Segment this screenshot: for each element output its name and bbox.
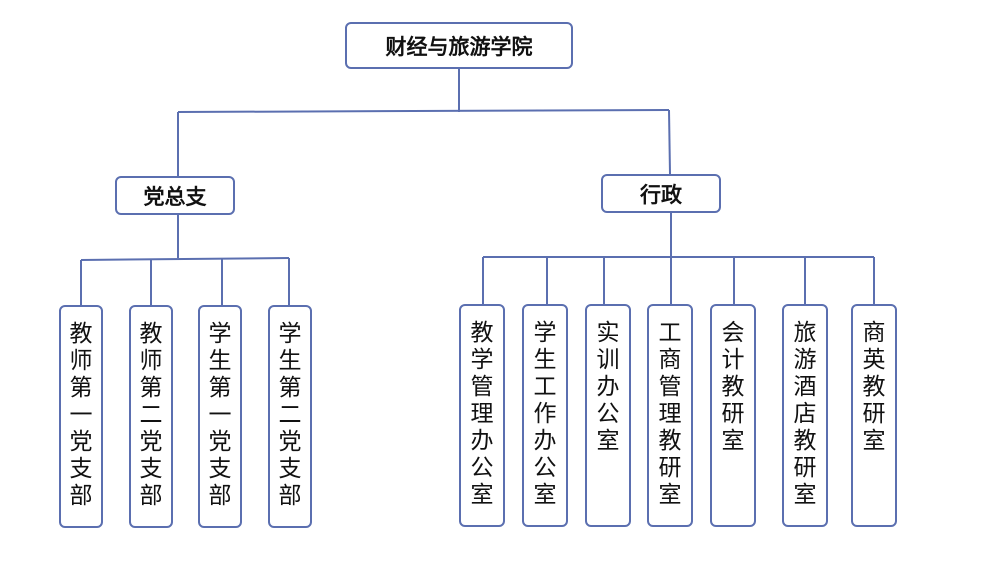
party-child-label: 教师第一党支部 (69, 321, 93, 509)
admin-child-label: 教学管理办公室 (470, 320, 494, 508)
party-child-node: 教师第二党支部 (129, 305, 173, 528)
root-label: 财经与旅游学院 (385, 34, 533, 59)
party-child-label: 学生第一党支部 (208, 321, 232, 509)
admin-node: 行政 (601, 174, 721, 213)
party-child-node: 学生第二党支部 (268, 305, 312, 528)
party-branch-label: 党总支 (143, 184, 207, 209)
party-child-label: 教师第二党支部 (139, 321, 163, 509)
admin-child-label: 实训办公室 (596, 320, 620, 454)
admin-child-node: 学生工作办公室 (522, 304, 568, 527)
party-child-node: 学生第一党支部 (198, 305, 242, 528)
admin-child-node: 教学管理办公室 (459, 304, 505, 527)
admin-child-node: 会计教研室 (710, 304, 756, 527)
connector (668, 109, 671, 175)
admin-child-node: 商英教研室 (851, 304, 897, 527)
admin-child-node: 实训办公室 (585, 304, 631, 527)
admin-child-node: 工商管理教研室 (647, 304, 693, 527)
admin-child-label: 旅游酒店教研室 (793, 320, 817, 508)
party-child-node: 教师第一党支部 (59, 305, 103, 528)
root-node: 财经与旅游学院 (345, 22, 573, 69)
admin-child-label: 商英教研室 (862, 320, 886, 454)
party-branch-node: 党总支 (115, 176, 235, 215)
admin-label: 行政 (640, 182, 682, 207)
admin-child-node: 旅游酒店教研室 (782, 304, 828, 527)
connector (80, 257, 290, 261)
connector (177, 109, 670, 113)
admin-child-label: 学生工作办公室 (533, 320, 557, 508)
party-child-label: 学生第二党支部 (278, 321, 302, 509)
admin-child-label: 会计教研室 (721, 320, 745, 454)
admin-child-label: 工商管理教研室 (658, 320, 682, 508)
